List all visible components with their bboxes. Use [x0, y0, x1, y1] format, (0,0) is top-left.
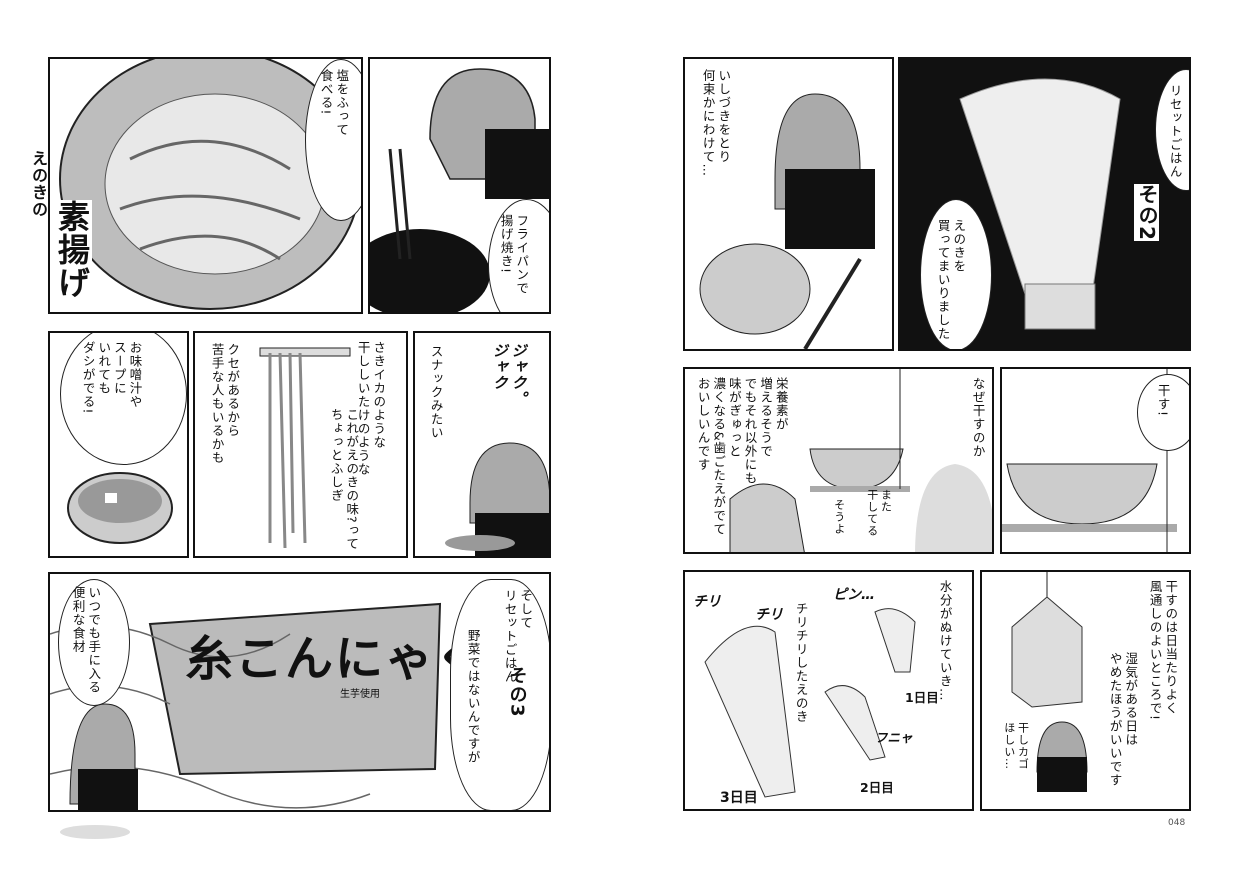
- panel-frying-pan: フライパンで揚げ焼き!: [368, 57, 551, 314]
- sfx-funya: フニャ: [875, 730, 913, 745]
- caption-moisture: 水分がぬけていき…: [937, 580, 953, 702]
- page-number: 048: [1168, 818, 1186, 828]
- character-frying-illustration: [370, 68, 549, 312]
- plate-illustration: [59, 59, 361, 310]
- soup-bowl-illustration: [67, 472, 173, 544]
- speech-bought: えのきを買ってまいりました: [935, 219, 967, 341]
- enoki-days-illustration: [704, 608, 916, 798]
- question-why-dry: なぜ干すのか: [970, 377, 986, 458]
- panel-drying-days: 水分がぬけていき… チリチリしたえのき 1日目 2日目 3日目 ピン… フニャ …: [683, 570, 974, 811]
- panel-drying-tips: 干すのは日当たりよく風通しのよいところで! 湿気がある日はやめたほうがいいです …: [980, 570, 1191, 811]
- speech-squid: さきイカのような干ししいたけのような: [355, 341, 387, 476]
- speech-salt: 塩をふって食べる!: [318, 69, 350, 137]
- character-eating-illustration: [445, 442, 549, 556]
- sfx-crunch: ジャク。ジャク: [490, 343, 528, 407]
- panel-separate-bunches: いしづきをとり何束かにわけて…: [683, 57, 894, 351]
- panel-enoki-taste: さきイカのような干ししいたけのような これがえのきの味?ってちょっとふしぎ クセ…: [193, 331, 408, 558]
- title-big: 素揚げ: [52, 200, 92, 299]
- drying-net-character-illustration: [1011, 572, 1088, 792]
- enoki-chopsticks-illustration: [259, 347, 351, 549]
- shadow: [60, 825, 130, 839]
- speech-miso: お味噌汁やスープにいれてもダシがでる!: [80, 341, 143, 415]
- panel-snack: スナックみたい ジャク。ジャク: [413, 331, 551, 558]
- speech-snack: スナックみたい: [428, 345, 444, 440]
- enoki-bunch-illustration: [959, 78, 1121, 330]
- speech-acquired-taste: クセがあるから苦手な人もいるかも: [209, 343, 241, 465]
- sfx-pin: ピン…: [833, 587, 875, 603]
- caption-bubble: [450, 579, 549, 810]
- panel-bought-enoki: リセットごはん その2 えのきを買ってまいりました: [898, 57, 1191, 351]
- speech-bubble: [58, 579, 130, 706]
- caption-reset-meal: そしてリセットごはん: [502, 589, 534, 684]
- character-cutting-illustration: [699, 93, 875, 349]
- sfx-chiri-2: チリ: [755, 607, 783, 623]
- panel-miso-soup: お味噌汁やスープにいれてもダシがでる!: [48, 331, 189, 558]
- speech-bubble: [1137, 374, 1189, 451]
- label-day3: 3日目: [720, 790, 758, 806]
- speech-bubble: [60, 333, 187, 465]
- panel-why-dry: なぜ干すのか 栄養素が 増えるそうで でもそれ以外にも 味がぎゅっと 濃くなる&…: [683, 367, 994, 554]
- package-title: 糸こんにゃく: [185, 631, 486, 687]
- speech-bubble: [920, 199, 992, 349]
- shirataki-package-illustration: [50, 602, 442, 810]
- caption-humid-days: 湿気がある日はやめたほうがいいです: [1107, 652, 1139, 787]
- speech-pan-fry: フライパンで揚げ焼き!: [498, 214, 530, 295]
- package-subtitle: 生芋使用: [340, 689, 380, 700]
- mutter-want-net: 干しカゴほしい…: [1002, 722, 1030, 770]
- sfx-chiri-1: チリ: [693, 594, 721, 610]
- speech-bubble: [488, 199, 549, 312]
- caption-sunny-place: 干すのは日当たりよく風通しのよいところで!: [1147, 580, 1179, 722]
- caption-number: その3: [506, 666, 528, 718]
- panel-fried-enoki-plate: 塩をふって食べる!: [48, 57, 363, 314]
- label-day2: 2日目: [860, 780, 894, 795]
- drying-colander-illustration: [729, 369, 992, 552]
- caption-not-vegetable: 野菜ではないんですが: [465, 629, 481, 764]
- caption-number: その2: [1134, 184, 1159, 241]
- title-small: えのきの: [29, 150, 48, 218]
- label-frizzled-enoki: チリチリしたえのき: [793, 602, 809, 724]
- speech-mystery: これがえのきの味?ってちょっとふしぎ: [328, 408, 360, 551]
- small-yes: そうよ: [832, 499, 846, 535]
- panel-shirataki: 糸こんにゃく 生芋使用 そしてリセットごはん その3 野菜ではないんですが いつ…: [48, 572, 551, 812]
- panel-dry: 干す!: [1000, 367, 1191, 554]
- speech-dry: 干す!: [1155, 384, 1171, 418]
- speech-bubble: [305, 59, 361, 221]
- label-day1: 1日目: [905, 690, 939, 705]
- speech-separate: いしづきをとり何束かにわけて…: [700, 69, 732, 177]
- answer-text: 栄養素が 増えるそうで でもそれ以外にも 味がぎゅっと 濃くなる&歯ごたえがでて…: [695, 377, 789, 537]
- caption-reset-meal: リセットごはん: [1167, 84, 1183, 179]
- speech-convenient: いつでも手に入る便利な食材: [70, 586, 102, 694]
- small-drying-again: また干してる: [865, 489, 893, 537]
